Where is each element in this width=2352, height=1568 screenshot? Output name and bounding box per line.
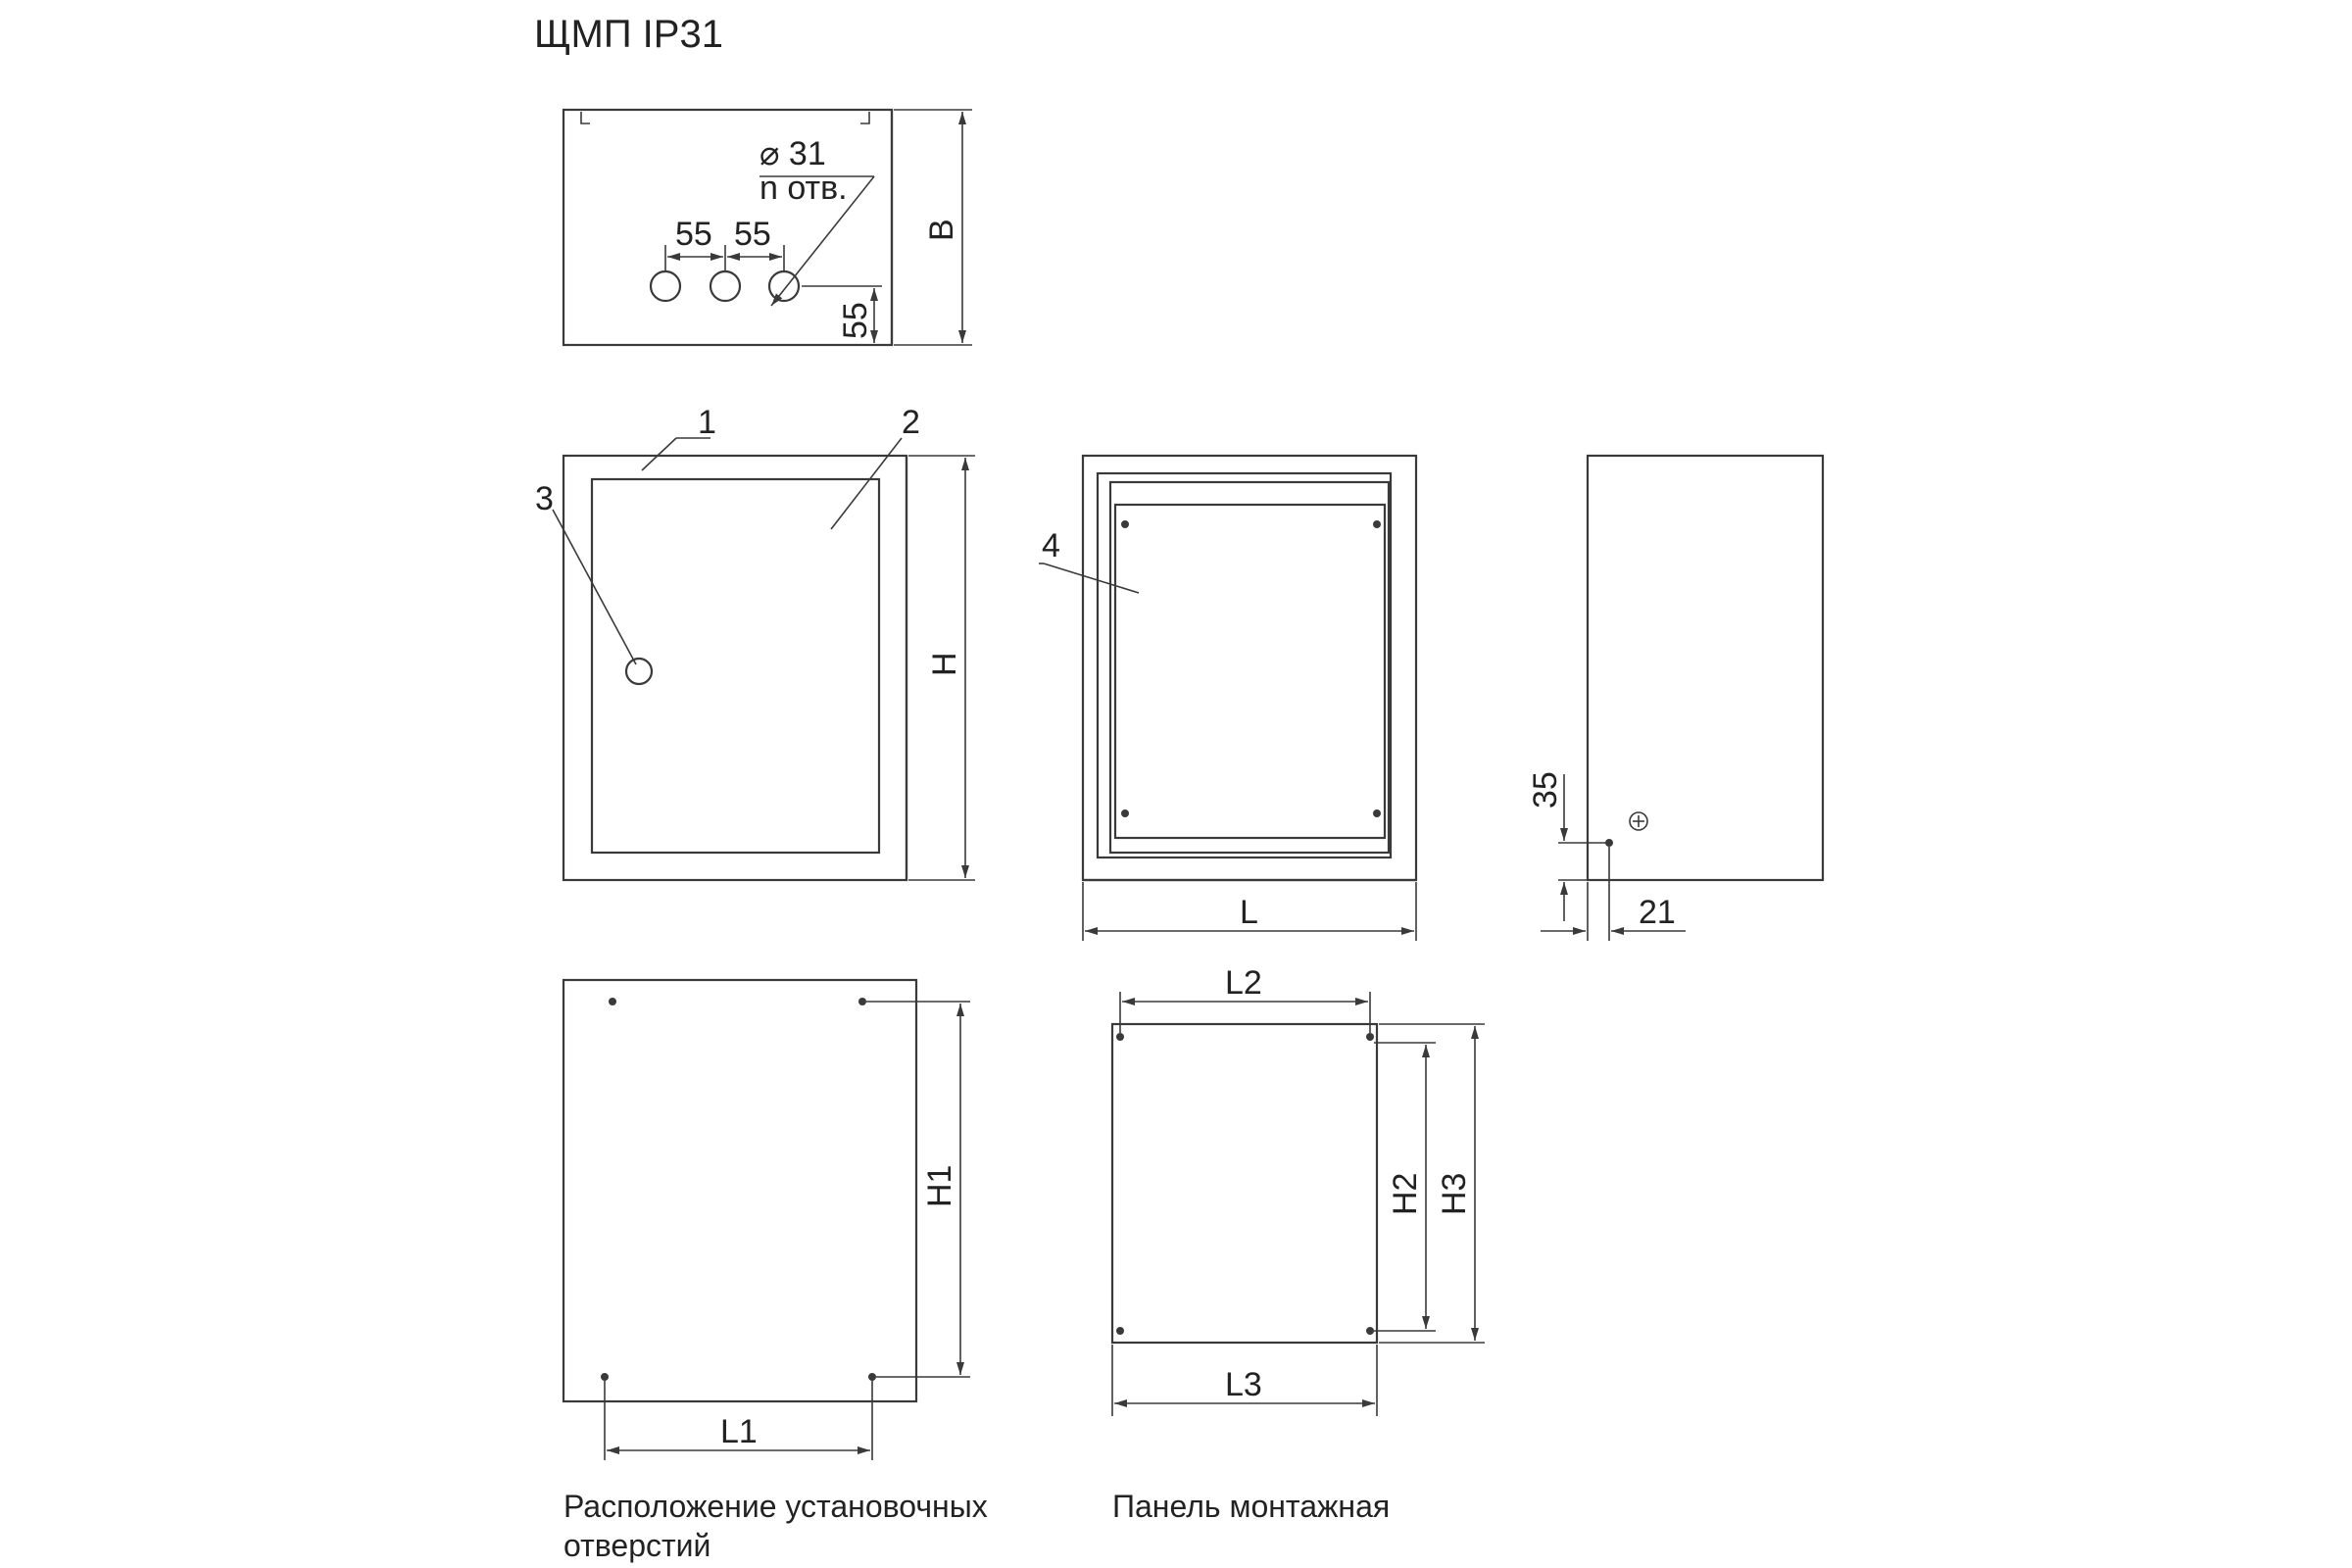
rear-panel-outline	[562, 978, 918, 1403]
side-outline	[1586, 454, 1825, 882]
panel-hole-height-label: H2	[1387, 1173, 1424, 1215]
hole-spacing-label: 55	[734, 216, 771, 253]
cable-entry-hole	[767, 270, 801, 303]
mounting-panel-outline	[1110, 1022, 1379, 1345]
drawing-title: ЩМП IP31	[534, 13, 723, 56]
panel-hole-width-label: L2	[1225, 964, 1262, 1002]
hole-spacing-label: 55	[675, 216, 712, 253]
mounting-height-label: H1	[921, 1165, 958, 1207]
edge-offset-label: 55	[837, 302, 874, 339]
ground-terminal	[1629, 811, 1648, 831]
height-label: H	[926, 652, 963, 676]
cable-entry-hole	[649, 270, 682, 303]
panel-height-label: H3	[1436, 1173, 1473, 1215]
mounting-holes-caption: Расположение установочных	[564, 1489, 988, 1524]
open-view: 4 L	[1039, 454, 1418, 941]
width-label: L	[1240, 894, 1258, 931]
mounting-panel-caption: Панель монтажная	[1112, 1489, 1390, 1524]
mounting-holes-view: H1 L1 Расположение установочных отверсти…	[562, 978, 988, 1563]
hole-diameter-label: ⌀ 31	[760, 135, 826, 172]
hole-count-label: n отв.	[760, 170, 848, 207]
side-offset-horizontal-label: 21	[1639, 894, 1676, 931]
depth-label: B	[923, 219, 960, 241]
panel-width-label: L3	[1225, 1366, 1262, 1403]
callout-1: 1	[698, 404, 716, 441]
door-lock	[624, 657, 654, 686]
cable-entry-hole	[709, 270, 742, 303]
mounting-plate	[1113, 503, 1387, 840]
front-view: 1 2 3 H	[535, 404, 975, 882]
top-view-bracket-right	[860, 112, 870, 124]
enclosure-door	[590, 477, 881, 855]
top-view-bracket-left	[580, 112, 590, 124]
open-enclosure-outline	[1081, 454, 1418, 882]
enclosure-outline	[562, 454, 908, 882]
side-offset-vertical-label: 35	[1527, 771, 1564, 808]
mounting-panel-view: L2 H2 H3 L3 Панель монтажная	[1110, 964, 1485, 1524]
callout-3: 3	[535, 480, 554, 517]
side-view: 35 21	[1527, 454, 1825, 941]
mounting-width-label: L1	[720, 1413, 758, 1450]
callout-2: 2	[902, 404, 920, 441]
mounting-holes-caption: отверстий	[564, 1528, 710, 1563]
top-view: 55 55 ⌀ 31 n отв. 55 B	[562, 108, 972, 347]
callout-4: 4	[1042, 527, 1060, 564]
